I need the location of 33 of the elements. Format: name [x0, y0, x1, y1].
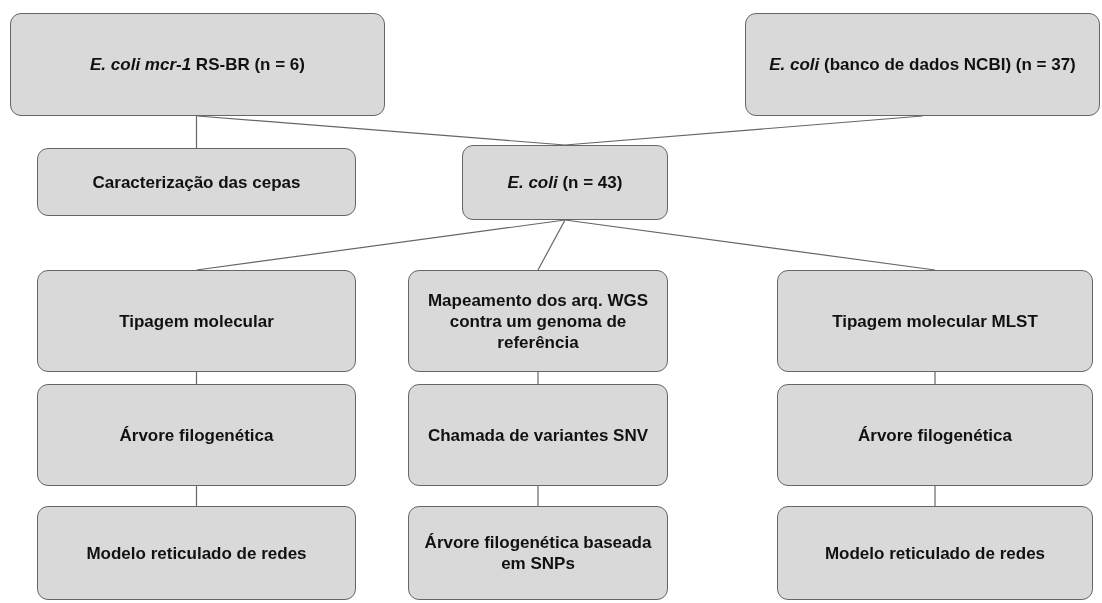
box-label: Chamada de variantes SNV: [427, 424, 649, 446]
process-box: [462, 145, 668, 220]
box-label: Árvore filogenética: [858, 424, 1012, 446]
box-label: E. coli (n = 43): [507, 172, 623, 193]
box-label: Caracterização das cepas: [92, 171, 301, 193]
process-box: [408, 384, 668, 486]
connector-line: [537, 485, 539, 507]
process-box: [777, 384, 1093, 486]
process-box: [777, 270, 1093, 372]
box-label: Modelo reticulado de redes: [86, 542, 307, 564]
connector-line: [934, 371, 936, 385]
process-box: [10, 13, 385, 116]
process-box: [408, 270, 668, 372]
box-label: E. coli mcr-1 RS-BR (n = 6): [90, 54, 305, 75]
connector-line: [537, 219, 566, 271]
box-label: Modelo reticulado de redes: [824, 542, 1046, 564]
connector-line: [195, 485, 198, 507]
process-box: [745, 13, 1100, 116]
box-label: Árvore filogenética baseada em SNPs: [423, 532, 653, 574]
connector-line: [537, 371, 539, 385]
process-box: [37, 384, 356, 486]
box-label: Tipagem molecular: [119, 310, 274, 332]
connector-line: [195, 115, 198, 149]
connector-line: [934, 485, 936, 507]
box-label: E. coli (banco de dados NCBI) (n = 37): [769, 54, 1076, 75]
process-box: [408, 506, 668, 600]
process-box: [37, 148, 356, 216]
process-box: [37, 506, 356, 600]
box-label: Mapeamento dos arq. WGS contra um genoma de referência: [426, 289, 650, 353]
process-box: [37, 270, 356, 372]
box-label: Tipagem molecular MLST: [832, 310, 1038, 332]
process-box: [777, 506, 1093, 600]
box-label: Árvore filogenética: [119, 424, 274, 446]
